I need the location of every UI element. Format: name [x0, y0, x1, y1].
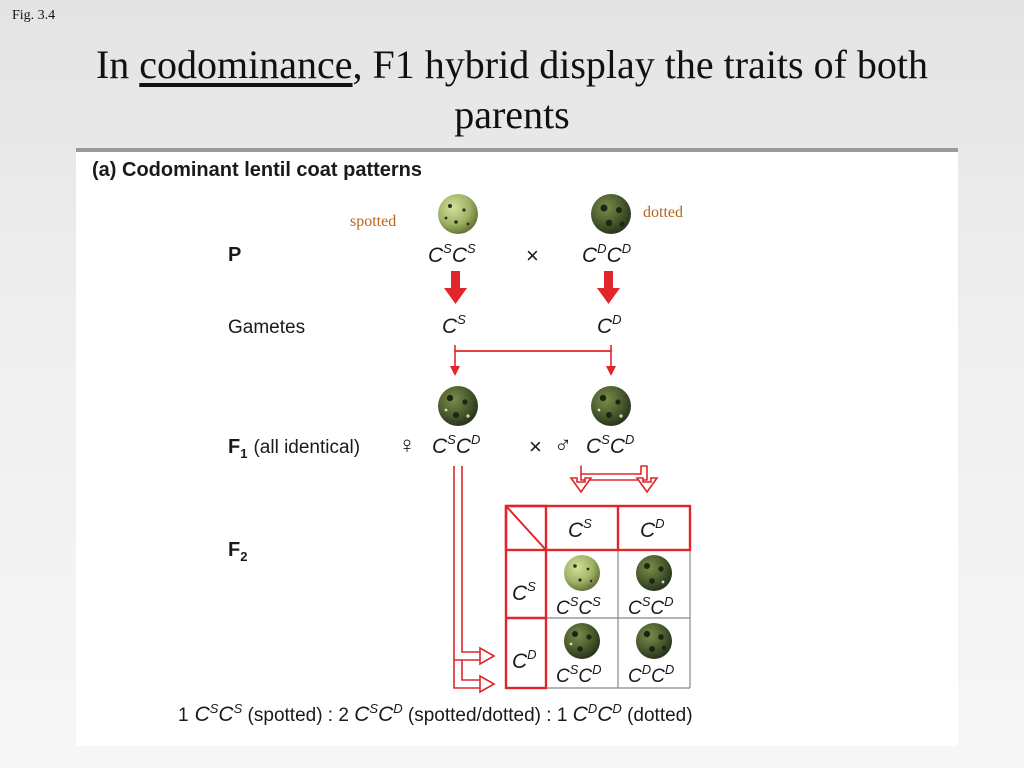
title-part-after: , F1 hybrid display the traits of both: [352, 42, 929, 87]
figure-label: Fig. 3.4: [12, 8, 56, 23]
title-part-before: In: [95, 42, 140, 87]
row-label-p: P: [228, 244, 241, 266]
scan-caption-strip: [76, 148, 958, 152]
seed-f2-cdcd: [636, 623, 672, 659]
title-codominance-term: codominance: [139, 42, 353, 87]
down-arrow-spotted: [444, 271, 467, 304]
grid-row-cs: CS: [512, 579, 536, 605]
genotype-f1-female: CSCD: [432, 432, 480, 458]
gamete-cd: CD: [597, 312, 622, 338]
f2-genotype-cscs: CSCS: [556, 594, 601, 619]
grid-header-cs: CS: [568, 516, 592, 542]
grid-row-cd: CD: [512, 647, 537, 673]
gamete-cs: CS: [442, 312, 466, 338]
seed-f2-cscs: [564, 555, 600, 591]
spotted-annotation: spotted: [350, 213, 396, 230]
genotype-p-dotted: CDCD: [582, 241, 631, 267]
gamete-crossing-arrows: [454, 345, 612, 368]
grid-header-cd: CD: [640, 516, 665, 542]
row-label-f2: F2: [228, 539, 247, 564]
row-label-gametes: Gametes: [228, 317, 305, 338]
punnett-square: [504, 504, 692, 690]
gamete-arrow-head-left: [450, 366, 460, 376]
slide-title: In codominance, F1 hybrid display the tr…: [0, 40, 1024, 140]
seed-f2-cscd-top: [636, 555, 672, 591]
female-symbol: ♀: [398, 432, 416, 459]
genotype-f1-male: CSCD: [586, 432, 634, 458]
arrow-head-f2-cd: [479, 674, 496, 694]
row-label-f1: F1(all identical): [228, 436, 360, 461]
f2-genotype-cdcd: CDCD: [628, 662, 674, 687]
panel-heading: (a) Codominant lentil coat patterns: [92, 159, 422, 181]
f2-genotype-cscd-bottom: CSCD: [556, 662, 602, 687]
cross-symbol-p: ×: [526, 243, 539, 268]
seed-f1-female: [438, 386, 478, 426]
title-line-2: parents: [454, 92, 570, 137]
seed-spotted-parent: [438, 194, 478, 234]
male-symbol: ♂: [554, 432, 572, 459]
seed-f2-cscd-bottom: [564, 623, 600, 659]
cross-symbol-f1: ×: [529, 434, 542, 459]
hollow-arrow-female-gametes: [453, 466, 480, 689]
gamete-arrow-head-right: [606, 366, 616, 376]
down-arrow-dotted: [597, 271, 620, 304]
genotype-p-spotted: CSCS: [428, 241, 476, 267]
dotted-annotation: dotted: [643, 204, 683, 221]
codominance-diagram: (a) Codominant lentil coat patterns spot…: [76, 148, 958, 726]
codominance-diagram-panel: (a) Codominant lentil coat patterns spot…: [76, 148, 958, 746]
hollow-arrows-male-gametes: [569, 465, 659, 494]
seed-f1-male: [591, 386, 631, 426]
seed-dotted-parent: [591, 194, 631, 234]
f2-genotype-cscd-top: CSCD: [628, 594, 674, 619]
arrow-head-f2-cs: [479, 646, 496, 666]
